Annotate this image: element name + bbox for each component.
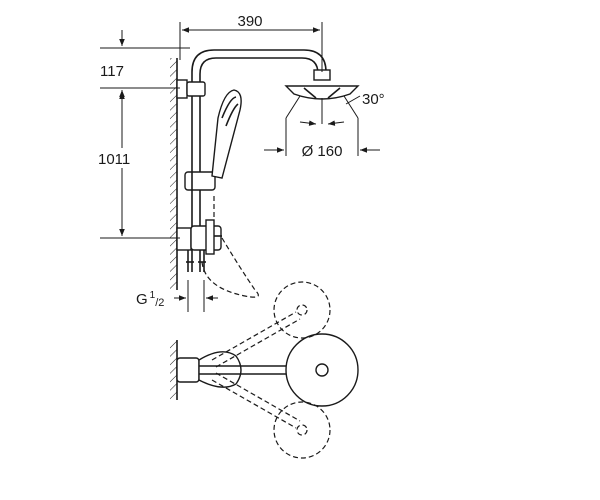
mixer-body <box>176 219 222 255</box>
shower-hose <box>201 196 259 298</box>
hand-shower <box>211 89 242 179</box>
diameter-label: Ø 160 <box>302 143 343 160</box>
angle-label: 30° <box>362 91 385 108</box>
top-wall-bracket <box>176 79 206 99</box>
top-offset-label: 117 <box>100 63 124 80</box>
riser-pipe <box>191 49 327 232</box>
swivel-position-upper <box>211 281 331 368</box>
height-label: 1011 <box>98 151 130 168</box>
dimension-height: 1011 <box>96 92 180 239</box>
overhead-shower-head <box>284 69 360 100</box>
top-view-shower-head <box>285 333 359 407</box>
dimension-diameter: Ø 160 <box>264 118 380 160</box>
spray-angle-lines <box>285 95 359 126</box>
top-view-hand-shower <box>198 351 242 388</box>
dimension-angle: 30° <box>345 91 385 108</box>
top-view <box>170 281 359 459</box>
wall <box>170 58 178 290</box>
top-view-bracket <box>176 357 200 383</box>
width-label: 390 <box>237 13 262 30</box>
inlet-pipes <box>186 250 206 272</box>
dimension-top-offset: 117 <box>100 30 190 106</box>
hand-shower-slider <box>184 171 216 191</box>
dimension-width: 390 <box>179 13 323 72</box>
top-view-wall <box>170 340 178 400</box>
side-view: 390 117 1011 30° Ø 160 <box>96 13 385 312</box>
swivel-position-lower <box>211 372 331 459</box>
